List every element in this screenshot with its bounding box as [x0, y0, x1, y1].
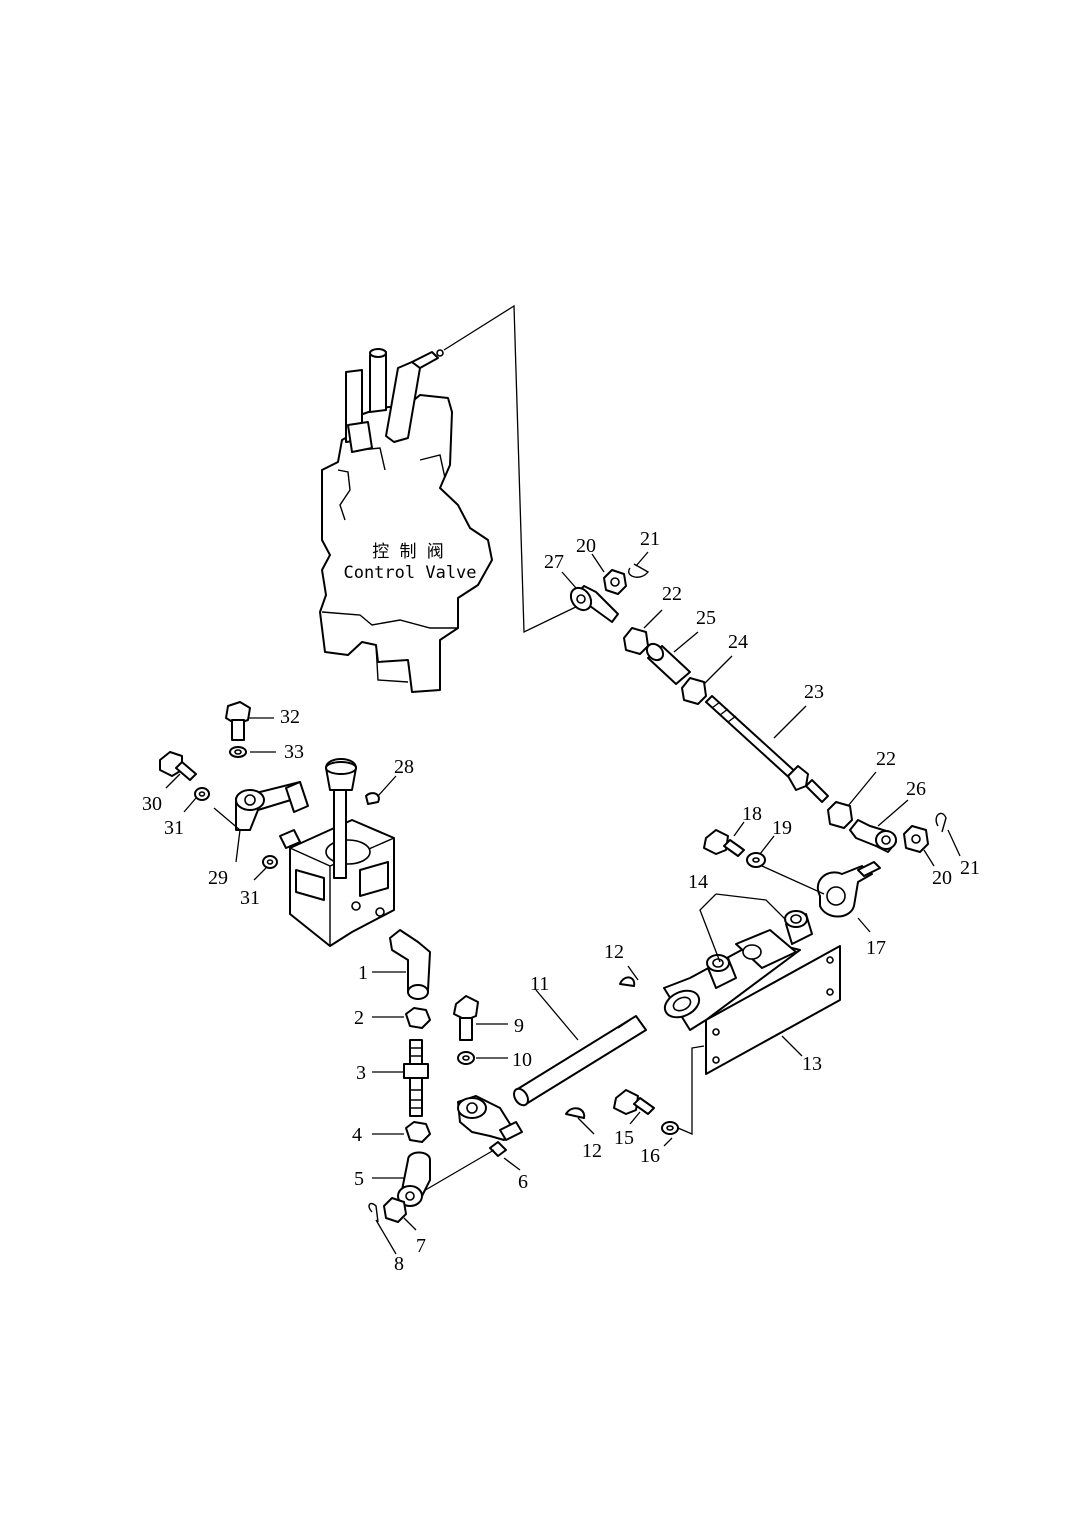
callout-8: 8: [394, 1253, 404, 1275]
callout-2: 2: [354, 1007, 364, 1029]
callout-22-right: 22: [876, 748, 896, 770]
callout-12-bottom: 12: [582, 1140, 602, 1162]
callout-17: 17: [866, 937, 886, 959]
connector-line-lever-6: [421, 1149, 495, 1193]
lever-6-assembly: [453, 995, 523, 1157]
bolt-15-washer-16: [613, 1089, 679, 1135]
callout-9: 9: [514, 1015, 524, 1037]
callout-3: 3: [356, 1062, 366, 1084]
valve-label-chinese: 控 制 阀: [372, 542, 443, 562]
callout-15: 15: [614, 1127, 634, 1149]
callout-1: 1: [358, 962, 368, 984]
connector-line-bracket: [677, 1045, 705, 1135]
callout-29: 29: [208, 867, 228, 889]
callout-19: 19: [772, 817, 792, 839]
callout-13: 13: [802, 1053, 822, 1075]
callout-22-top: 22: [662, 583, 682, 605]
callout-30: 30: [142, 793, 162, 815]
callout-20-right: 20: [932, 867, 952, 889]
callout-25: 25: [696, 607, 716, 629]
callout-10: 10: [512, 1049, 532, 1071]
callout-23: 23: [804, 681, 824, 703]
left-vertical-linkage: [368, 929, 431, 1223]
bracket-13-assembly: [663, 910, 841, 1075]
callout-18: 18: [742, 803, 762, 825]
valve-label-english: Control Valve: [343, 563, 476, 583]
callout-16: 16: [640, 1145, 660, 1167]
callout-20-top: 20: [576, 535, 596, 557]
callout-31-left: 31: [164, 817, 184, 839]
callout-26: 26: [906, 778, 926, 800]
callout-7: 7: [416, 1235, 426, 1257]
callout-31-bottom: 31: [240, 887, 260, 909]
callout-4: 4: [352, 1124, 362, 1146]
control-lever-base: [159, 701, 395, 947]
callout-33: 33: [284, 741, 304, 763]
callout-24: 24: [728, 631, 748, 653]
callout-21-top: 21: [640, 528, 660, 550]
connector-line-valve: [443, 304, 583, 634]
control-valve: [319, 348, 493, 693]
leader-lines: [165, 551, 961, 1255]
callout-27: 27: [544, 551, 564, 573]
callout-numbers: 1 2 3 4 5 6 7 8 9 10 11 12 12 13 14 15 1…: [142, 528, 980, 1275]
lever-17-assembly: [703, 829, 881, 918]
callout-11: 11: [530, 973, 549, 995]
callout-12-top: 12: [604, 941, 624, 963]
callout-14: 14: [688, 871, 708, 893]
callout-21-right: 21: [960, 857, 980, 879]
shaft-11-assembly: [513, 976, 647, 1119]
callout-28: 28: [394, 756, 414, 778]
callout-5: 5: [354, 1168, 364, 1190]
upper-rod-assembly: [569, 563, 947, 853]
callout-6: 6: [518, 1171, 528, 1193]
callout-32: 32: [280, 706, 300, 728]
